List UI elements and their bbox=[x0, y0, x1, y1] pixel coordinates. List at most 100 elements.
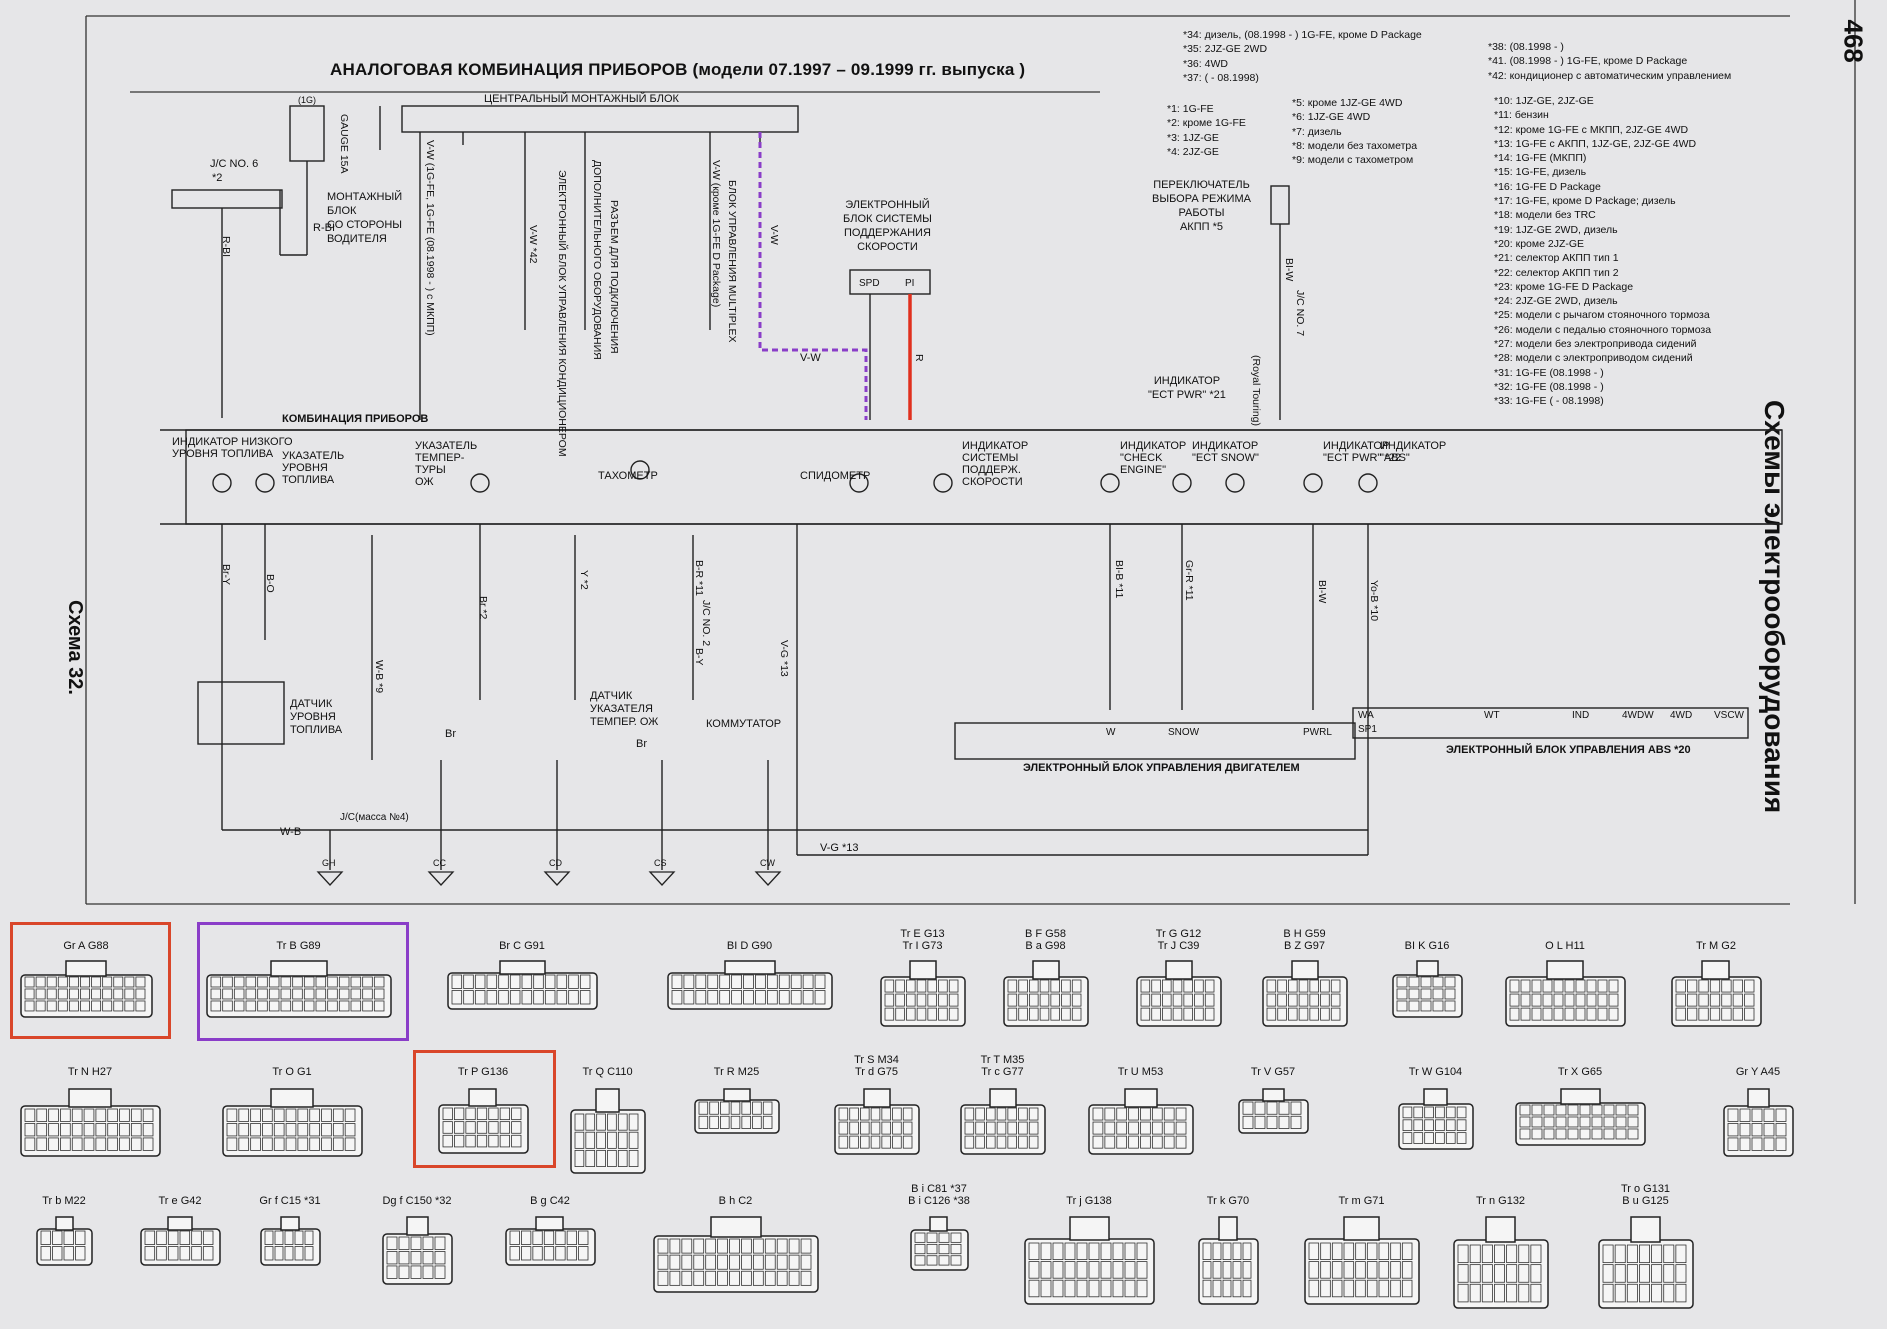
text-line: ИНДИКАТОР НИЗКОГО bbox=[172, 436, 293, 448]
connector-label: Tr N H27 bbox=[67, 1066, 113, 1078]
ground-label: CS bbox=[654, 858, 667, 868]
wire-code: Br-Y bbox=[220, 564, 232, 585]
wire-code: B-R *11 bbox=[693, 560, 705, 596]
text-line: *34: дизель, (08.1998 - ) 1G-FE, кроме D… bbox=[1183, 29, 1422, 41]
connector-label-alt: B Z G97 bbox=[1284, 940, 1325, 952]
text-line: *7: дизель bbox=[1292, 125, 1342, 138]
ect-snow-label: ИНДИКАТОР"ECT SNOW" bbox=[1192, 440, 1259, 464]
connector-label: Tr V G57 bbox=[1250, 1066, 1296, 1078]
connector-label: Gr Y A45 bbox=[1735, 1066, 1781, 1078]
connector-shape bbox=[960, 1088, 1046, 1155]
tachometer-label: ТАХОМЕТР bbox=[598, 470, 658, 482]
text-line: *37: ( - 08.1998) bbox=[1183, 71, 1259, 84]
text-line: ИНДИКАТОР bbox=[1120, 440, 1187, 452]
connector-shape bbox=[694, 1088, 780, 1134]
wire-vw-d: V-W (кроме 1G-FE D Package) bbox=[710, 160, 722, 308]
connector-label-alt: Tr c G77 bbox=[981, 1066, 1024, 1078]
royal-touring-label: (Royal Touring) bbox=[1250, 355, 1262, 427]
connector-label: Tr W G104 bbox=[1408, 1066, 1463, 1078]
connector-shape bbox=[505, 1216, 596, 1266]
connector-label-alt: Tr I G73 bbox=[902, 940, 943, 952]
connector-label: Tr b M22 bbox=[42, 1195, 86, 1207]
connector-label: B g C42 bbox=[530, 1195, 570, 1207]
text-line: АКПП *5 bbox=[1179, 221, 1223, 233]
text-line: *33: 1G-FE ( - 08.1998) bbox=[1494, 395, 1604, 408]
text-line: ТЕМПЕР. ОЖ bbox=[590, 716, 659, 728]
abs-ecu-box bbox=[1352, 707, 1749, 739]
text-line: *6: 1JZ-GE 4WD bbox=[1292, 111, 1371, 124]
connector-shape bbox=[1723, 1088, 1794, 1157]
purple-vw-wire bbox=[758, 132, 868, 420]
connector-label: Tr U M53 bbox=[1117, 1066, 1164, 1078]
text-line: УКАЗАТЕЛЯ bbox=[590, 703, 653, 715]
connector-label: Tr P G136 bbox=[457, 1066, 509, 1078]
text-line: МОНТАЖНЫЙ bbox=[327, 191, 403, 203]
connector-shape bbox=[438, 1088, 529, 1154]
wire-code: Br bbox=[445, 728, 456, 740]
combination-meter-label: КОМБИНАЦИЯ ПРИБОРОВ bbox=[282, 413, 429, 425]
notes-top-right: *38: (08.1998 - )*41. (08.1998 - ) 1G-FE… bbox=[1488, 40, 1731, 83]
cruise-pi-pin: PI bbox=[905, 278, 915, 289]
text-line: *35: 2JZ-GE 2WD bbox=[1183, 43, 1268, 56]
connector-shape bbox=[222, 1088, 363, 1157]
wire-code: BI-B *11 bbox=[1113, 560, 1125, 599]
central-block-bar bbox=[401, 105, 799, 133]
text-line: ИНДИКАТОР bbox=[1192, 440, 1259, 452]
text-line: УРОВНЯ ТОПЛИВА bbox=[172, 448, 274, 460]
connector-shape bbox=[653, 1216, 819, 1293]
ground-label: CC bbox=[433, 858, 446, 868]
ground-label: GH bbox=[322, 858, 336, 868]
wire-code: V-G *13 bbox=[820, 842, 859, 854]
destination-ac: ЭЛЕКТРОННЫЙ БЛОК УПРАВЛЕНИЯ КОНДИЦИОНЕРО… bbox=[556, 170, 568, 457]
destination-multiplex: БЛОК УПРАВЛЕНИЯ MULTIPLEX bbox=[726, 180, 738, 343]
wire-vw-42: V-W *42 bbox=[527, 225, 539, 264]
text-line: *25: модели с рычагом стояночного тормоз… bbox=[1494, 309, 1710, 322]
abs-ecu-pin: 4WDW bbox=[1622, 710, 1654, 721]
highlight-connector-b bbox=[197, 922, 409, 1041]
connector-label: B H G59 bbox=[1283, 928, 1326, 940]
connector-label: Tr B G89 bbox=[276, 940, 321, 952]
fuse-1g-label: (1G) bbox=[298, 95, 316, 105]
connector-shape bbox=[1262, 960, 1348, 1027]
text-line: *2: кроме 1G-FE bbox=[1167, 117, 1246, 130]
connector-label-alt: Tr d G75 bbox=[855, 1066, 898, 1078]
text-line: *38: (08.1998 - ) bbox=[1488, 41, 1564, 53]
text-line: ПОДДЕРЖ. bbox=[962, 464, 1021, 476]
engine-ecu-pin: SNOW bbox=[1168, 727, 1200, 738]
text-line: БЛОК bbox=[327, 205, 357, 217]
connector-shape bbox=[667, 960, 833, 1010]
abs-pin-sp1: SP1 bbox=[1358, 724, 1377, 735]
wire-code: Br bbox=[636, 738, 647, 750]
ground-label: CD bbox=[549, 858, 562, 868]
jc2-label: J/C NO. 2 bbox=[700, 600, 712, 647]
connector-shape bbox=[1024, 1216, 1155, 1305]
connector-label: Tr E G13 bbox=[900, 928, 945, 940]
jc7-label: J/C NO. 7 bbox=[1294, 290, 1306, 337]
text-line: ПЕРЕКЛЮЧАТЕЛЬ bbox=[1153, 179, 1250, 191]
text-line: ИНДИКАТОР bbox=[1323, 440, 1390, 452]
connector-label: Tr k G70 bbox=[1206, 1195, 1250, 1207]
fuse-name: GAUGE 15A bbox=[338, 114, 350, 174]
connector-shape bbox=[1088, 1088, 1194, 1155]
highlight-connector-p bbox=[413, 1050, 556, 1168]
text-line: ВОДИТЕЛЯ bbox=[327, 233, 387, 245]
connector-label: Tr R M25 bbox=[713, 1066, 760, 1078]
cruise-spd-pin: SPD bbox=[859, 278, 880, 289]
wire-vw-a: V-W (1G-FE, 1G-FE (08.1998 - ) с МКПП) bbox=[424, 140, 436, 336]
connector-shape bbox=[910, 1216, 969, 1271]
text-line: *10: 1JZ-GE, 2JZ-GE bbox=[1494, 95, 1594, 107]
text-line: "ECT PWR" *21 bbox=[1148, 389, 1226, 401]
text-line: *24: 2JZ-GE 2WD, дизель bbox=[1494, 295, 1618, 308]
connector-shape bbox=[206, 960, 392, 1018]
notes-col3: *10: 1JZ-GE, 2JZ-GE*11: бензин*12: кроме… bbox=[1494, 94, 1711, 409]
text-line: *11: бензин bbox=[1494, 109, 1549, 122]
text-line: "ABS" bbox=[1380, 452, 1410, 464]
